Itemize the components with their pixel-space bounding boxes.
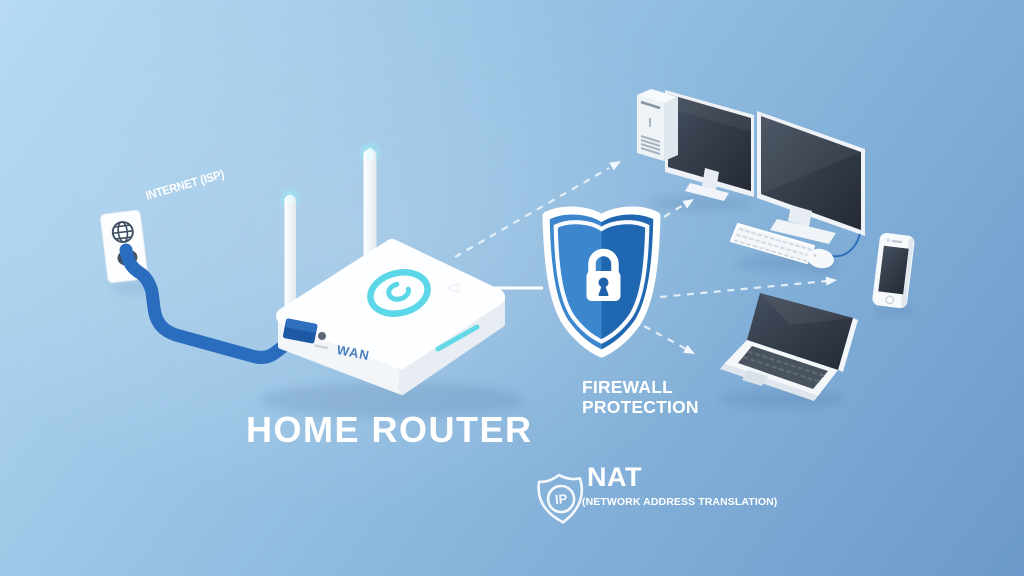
desktop-tower — [637, 89, 678, 161]
router-antenna-left — [278, 187, 302, 323]
arrowhead-icon — [683, 344, 695, 354]
router-led-strip — [435, 324, 480, 352]
desktop-pc — [637, 89, 754, 201]
nat-ip-shield-icon: IP — [537, 473, 584, 524]
firewall-label-line1: FIREWALL — [582, 377, 674, 397]
lock-icon — [586, 248, 621, 301]
router-illustration — [276, 239, 505, 395]
mouse — [807, 248, 834, 269]
laptop — [720, 293, 858, 401]
smartphone — [872, 232, 915, 309]
desktop-monitor-screen — [668, 94, 751, 191]
keyboard — [730, 223, 815, 264]
monitor-workstation — [730, 111, 865, 269]
home-router-title: HOME ROUTER — [246, 409, 533, 450]
globe-icon — [111, 221, 134, 243]
firewall-label-line2: PROTECTION — [582, 397, 699, 417]
connection-line-router-desktop — [454, 167, 610, 258]
nat-title: NAT — [587, 462, 642, 492]
connection-line-firewall-phone — [659, 279, 828, 299]
firewall-protection-label: FIREWALL PROTECTION — [582, 377, 699, 417]
router-wan-port — [283, 318, 318, 344]
laptop-trackpad — [742, 370, 768, 386]
arrowhead-icon — [682, 199, 694, 209]
ethernet-cable — [119, 243, 299, 364]
arrowhead-icon — [825, 276, 837, 286]
router-antenna-right — [357, 140, 383, 264]
arrowhead-icon — [446, 282, 459, 294]
firewall-shield-icon — [542, 206, 661, 358]
firewall-link-line — [446, 282, 543, 294]
connection-dashed-lines — [640, 203, 828, 350]
soft-shadows — [112, 195, 915, 418]
nat-icon-label: IP — [554, 491, 568, 507]
router-power-icon — [367, 269, 431, 317]
nat-subtitle: (NETWORK ADDRESS TRANSLATION) — [582, 496, 778, 508]
arrowhead-icon — [609, 161, 621, 171]
mouse-cable — [831, 233, 861, 258]
connection-line-firewall-monitor — [640, 203, 686, 232]
router-wps-button — [314, 332, 328, 350]
connection-line-firewall-laptop — [643, 325, 687, 350]
